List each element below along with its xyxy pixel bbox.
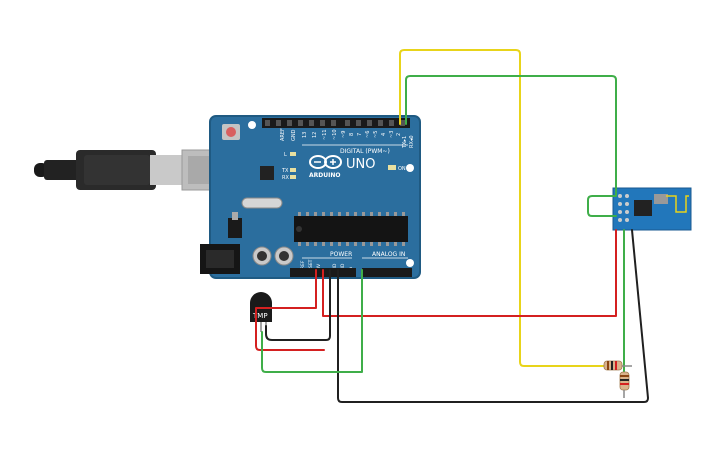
wire-black-sensor[interactable] [265, 269, 331, 341]
digital-pin-11: ~11 [322, 129, 328, 140]
digital-pin-8: 8 [349, 133, 355, 136]
aref-pin-label: AREF [280, 128, 286, 141]
rx-pin-label: RX◂0 [409, 135, 415, 148]
model-label: UNO [346, 157, 375, 172]
digital-label: DIGITAL (PWM~) [340, 148, 390, 155]
digital-pin-13: 13 [302, 132, 308, 138]
wire-red[interactable] [322, 229, 617, 317]
mcu-pins [298, 212, 405, 246]
wire-green-sensor[interactable] [261, 269, 363, 373]
digital-pin-3: ~3 [389, 131, 395, 138]
digital-pin-9: ~9 [341, 131, 347, 138]
digital-pin-12: 12 [312, 132, 318, 138]
digital-pin-10: ~10 [332, 129, 338, 140]
resistor-vertical[interactable] [619, 371, 630, 398]
arduino-uno-board[interactable]: AREF GND 13 12 ~11 ~10 ~9 8 7 ~6 ~5 4 ~3… [200, 115, 421, 279]
power-pin-ioref: IOREF [300, 260, 306, 274]
gnd-pin-label: GND [291, 129, 297, 141]
digital-pin-5: ~5 [373, 131, 379, 138]
analog-label: ANALOG IN [372, 251, 405, 258]
power-label: POWER [330, 251, 352, 258]
tx-pin-label: TX▸1 [402, 136, 408, 149]
brand-label: ARDUINO [309, 172, 340, 179]
temperature-sensor[interactable]: TMP [250, 292, 272, 332]
rx-led-label: RX [282, 175, 289, 181]
wire-black[interactable] [337, 229, 649, 403]
digital-pin-7: 7 [357, 133, 363, 136]
resistor-horizontal[interactable] [603, 360, 632, 371]
wire-red-sensor[interactable] [255, 269, 325, 351]
wifi-module-esp01[interactable] [612, 187, 692, 231]
digital-header-pins [265, 120, 405, 126]
tmp-sensor-label: TMP [252, 312, 268, 320]
digital-pin-6: ~6 [365, 131, 371, 138]
power-pin-reset: RESET [308, 259, 314, 274]
wire-green-top[interactable] [405, 75, 617, 217]
digital-pin-2: 2 [396, 133, 402, 136]
tx-led-label: TX [281, 168, 289, 174]
l-led-label: L [284, 152, 287, 158]
usb-cable-icon [34, 149, 239, 191]
arduino-infinity-logo-icon [309, 155, 342, 169]
on-led-label: ON [398, 166, 406, 172]
wire-yellow[interactable] [399, 49, 607, 367]
digital-pin-4: 4 [381, 133, 387, 136]
wires [255, 49, 649, 403]
